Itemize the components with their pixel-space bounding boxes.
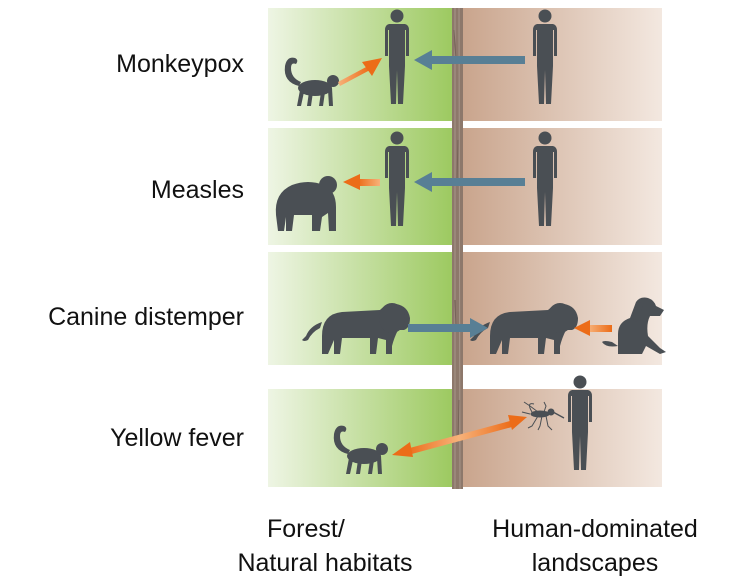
forest-background [268, 252, 454, 365]
footer-forest-line1: Forest/ [205, 512, 445, 546]
row-label-measles: Measles [151, 176, 244, 205]
footer-forest-line2: Natural habitats [205, 546, 445, 580]
human-landscape-background [461, 389, 662, 487]
row-label-canine-distemper: Canine distemper [48, 303, 244, 332]
forest-background [268, 389, 454, 487]
footer-forest-label: Forest/ Natural habitats [205, 512, 445, 580]
footer-human-line1: Human-dominated [470, 512, 720, 546]
human-landscape-background [461, 128, 662, 245]
footer-human-line2: landscapes [470, 546, 720, 580]
footer-human-label: Human-dominated landscapes [470, 512, 720, 580]
habitat-divider [452, 8, 463, 489]
row-label-yellow-fever: Yellow fever [110, 424, 244, 453]
row-label-monkeypox: Monkeypox [116, 50, 244, 79]
row-monkeypox-panel [268, 8, 662, 121]
human-landscape-background [461, 8, 662, 121]
